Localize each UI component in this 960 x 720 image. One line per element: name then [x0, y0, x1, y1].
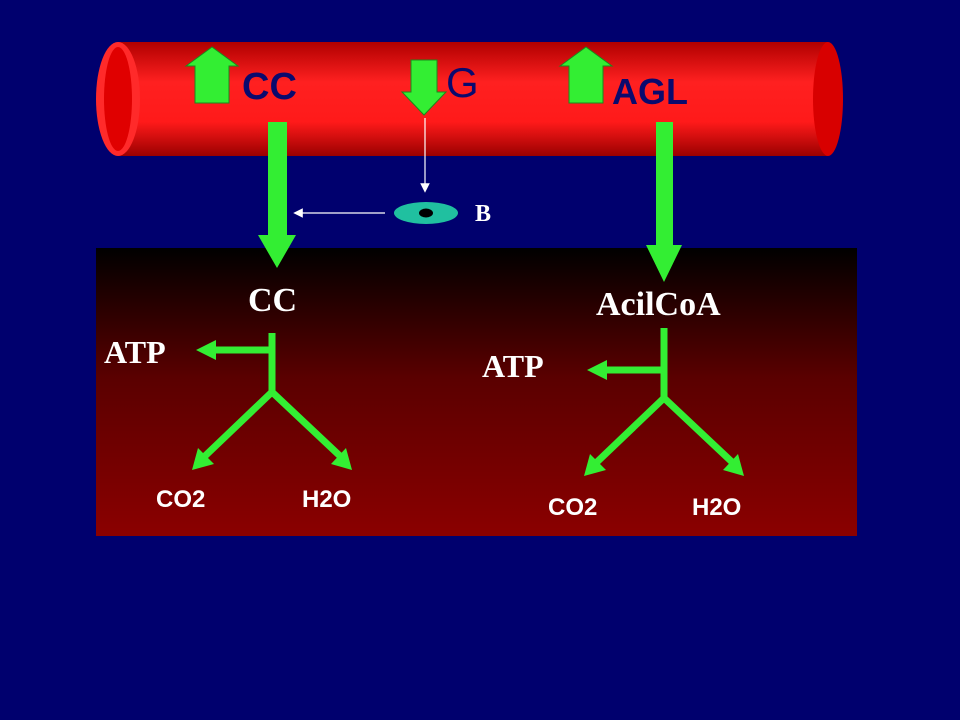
cell-cc-label: CC [248, 282, 298, 319]
up-arrow-cc-icon [184, 46, 240, 104]
vessel-cc-label: CC [242, 66, 297, 108]
vessel-body [118, 42, 828, 156]
atp-left-label: ATP [104, 334, 166, 370]
b-cell-icon [394, 202, 458, 224]
down-arrow-g-icon [400, 59, 448, 116]
h2o-left-arrowhead-icon [331, 448, 352, 470]
agl-uptake-arrow-icon [646, 122, 682, 282]
right-pathway [594, 328, 735, 465]
co2-right-label: CO2 [548, 494, 598, 521]
atp-left-arrowhead-icon [196, 340, 216, 360]
h2o-left-label: H2O [302, 486, 352, 513]
vessel-agl-label: AGL [612, 71, 688, 112]
up-arrow-agl-icon [558, 46, 614, 104]
cc-uptake-arrow-icon [258, 122, 296, 268]
vessel-right-cap [813, 42, 843, 156]
h2o-right-arrowhead-icon [723, 454, 744, 476]
h2o-right-label: H2O [692, 494, 742, 521]
vessel-left-opening-inner [104, 47, 132, 151]
atp-right-label: ATP [482, 348, 544, 384]
co2-left-arrowhead-icon [192, 448, 214, 470]
b-cell-label: B [475, 201, 492, 227]
co2-left-label: CO2 [156, 486, 206, 513]
cell-box [96, 248, 857, 536]
blood-vessel [96, 42, 843, 156]
cell-acilcoa-label: AcilCoA [596, 286, 721, 323]
co2-right-arrowhead-icon [584, 454, 606, 476]
atp-right-arrowhead-icon [587, 360, 607, 380]
left-pathway [202, 333, 343, 459]
vessel-g-label: G [446, 59, 479, 106]
